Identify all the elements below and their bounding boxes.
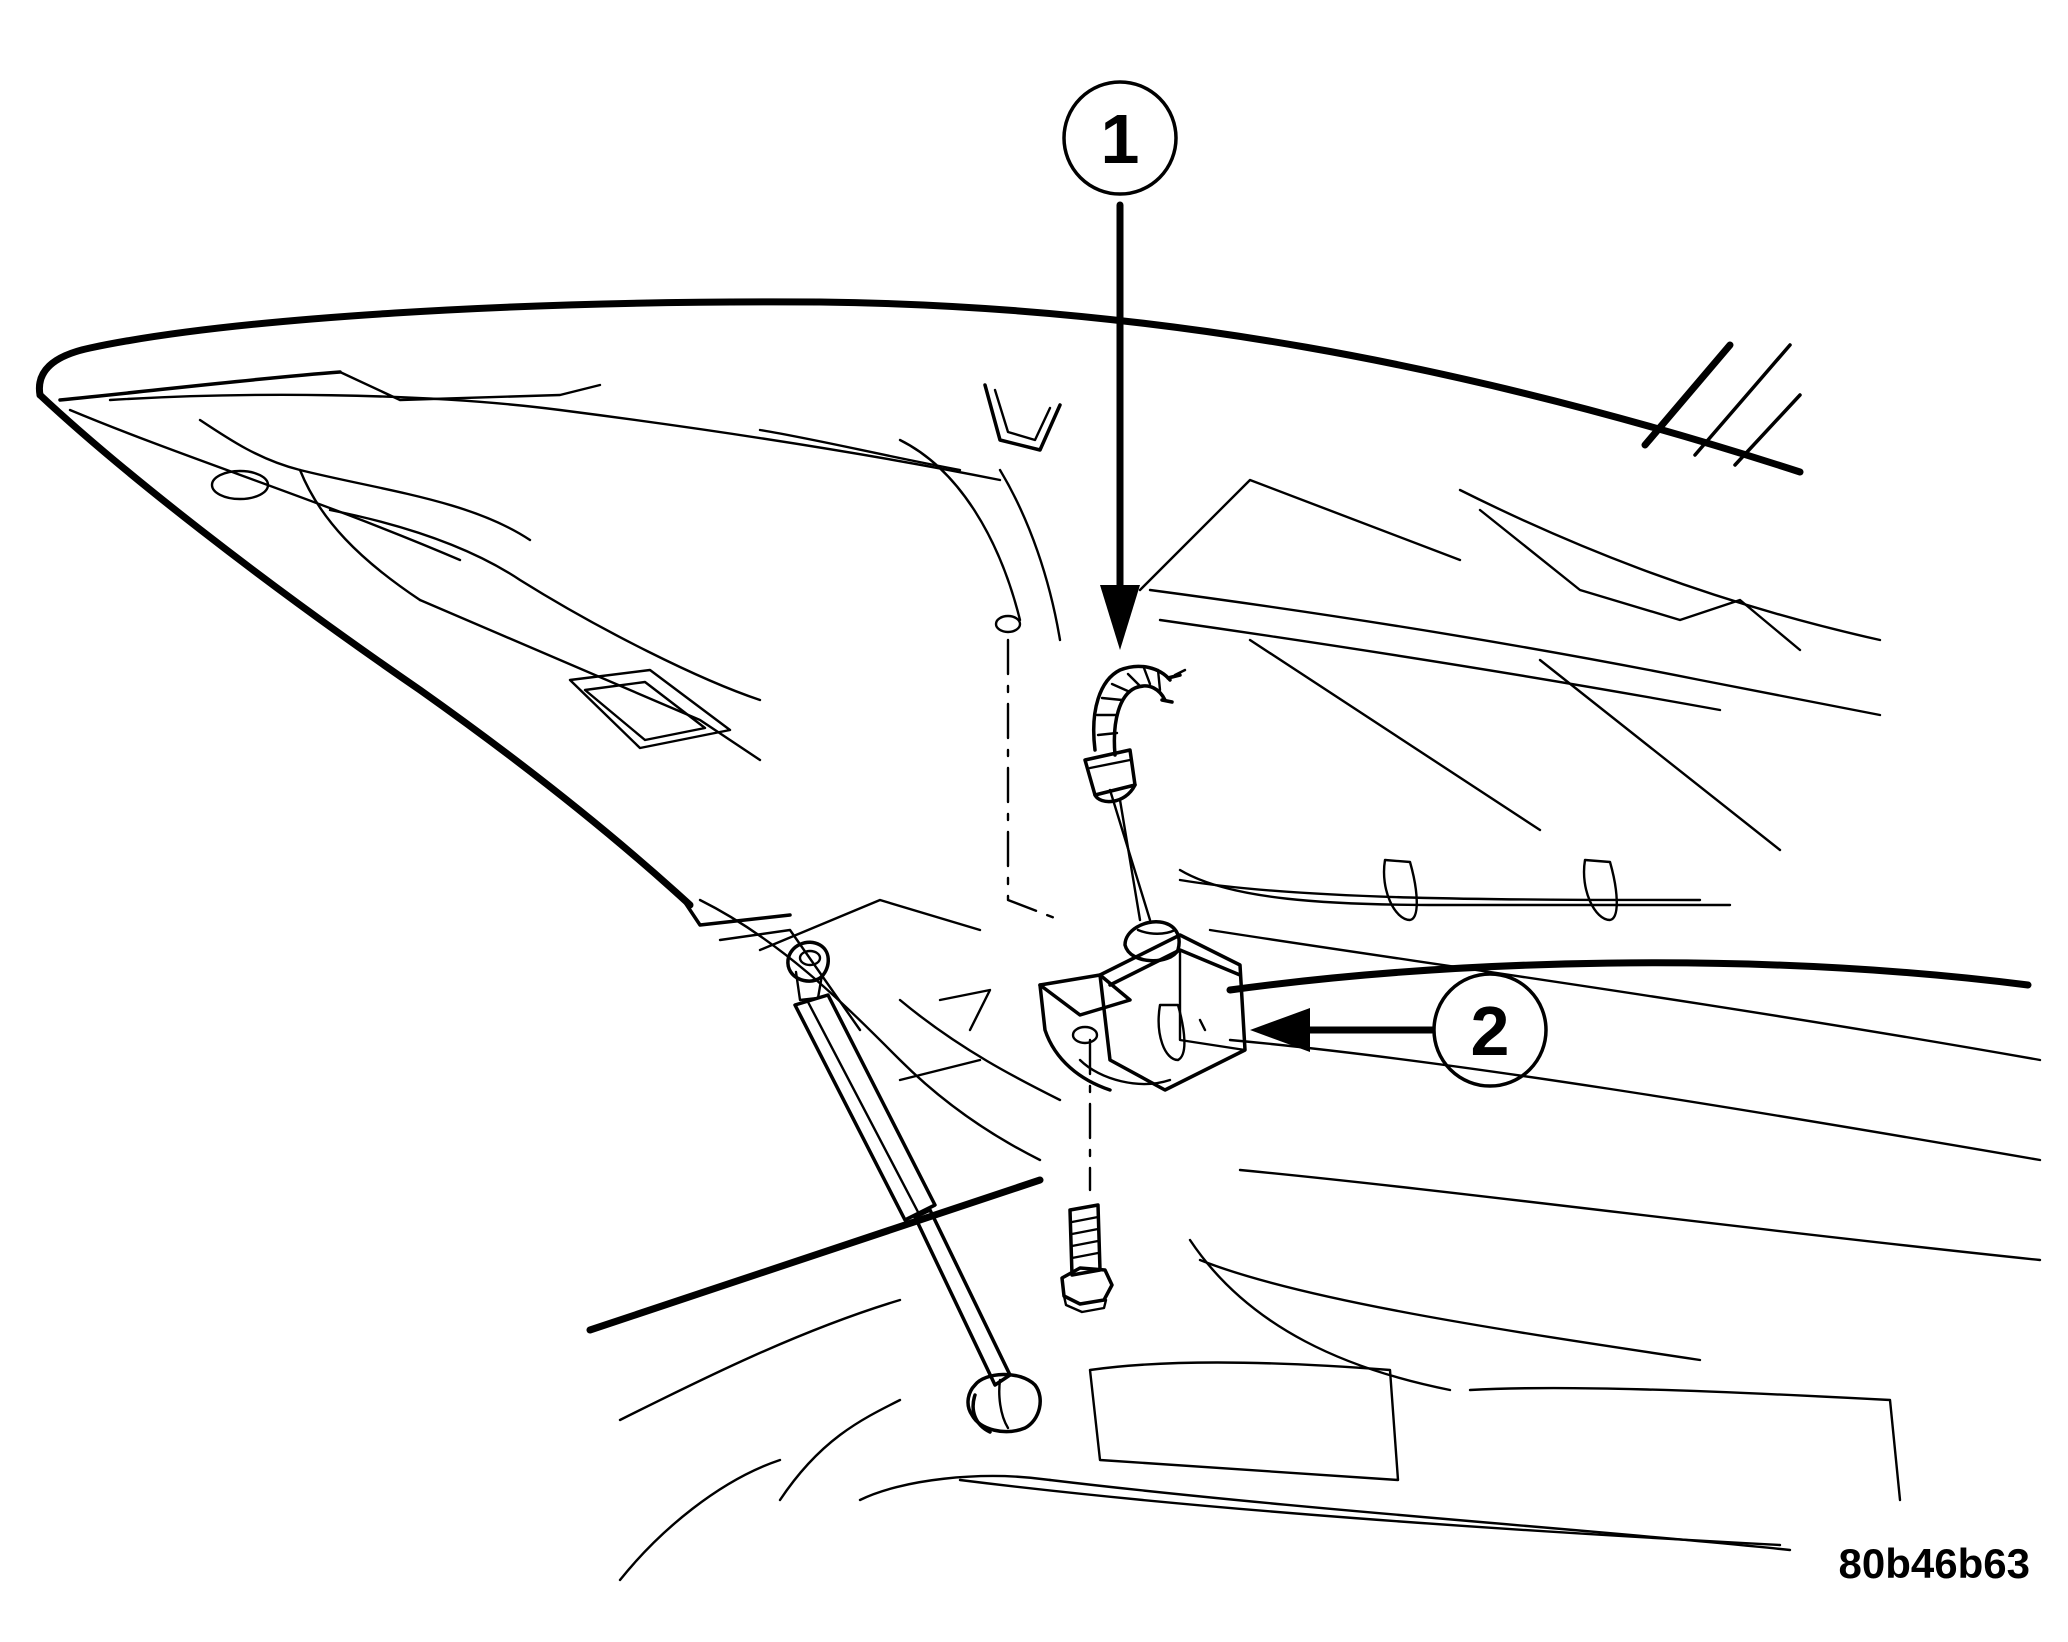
callout-1-arrow-head (1100, 585, 1140, 650)
callout-2: 2 (1250, 972, 1548, 1088)
hood-ajar-switch (1038, 920, 1247, 1092)
mounting-hole (994, 614, 1022, 634)
callout-1: 1 (1062, 80, 1178, 650)
callout-2-arrow-head (1250, 1008, 1310, 1052)
figure-id: 80b46b63 (1839, 1540, 2030, 1587)
hood-panel-outline (35, 298, 1804, 909)
alignment-lines (1006, 638, 1152, 1192)
wire-connector (1083, 664, 1187, 922)
hood-support-strut (786, 940, 1042, 1434)
callout-1-circle (1062, 80, 1178, 196)
callout-2-label: 2 (1471, 992, 1510, 1070)
hood-inner-panel (108, 370, 2042, 1582)
callout-1-label: 1 (1101, 100, 1140, 178)
mounting-bolt (1060, 1203, 1114, 1314)
